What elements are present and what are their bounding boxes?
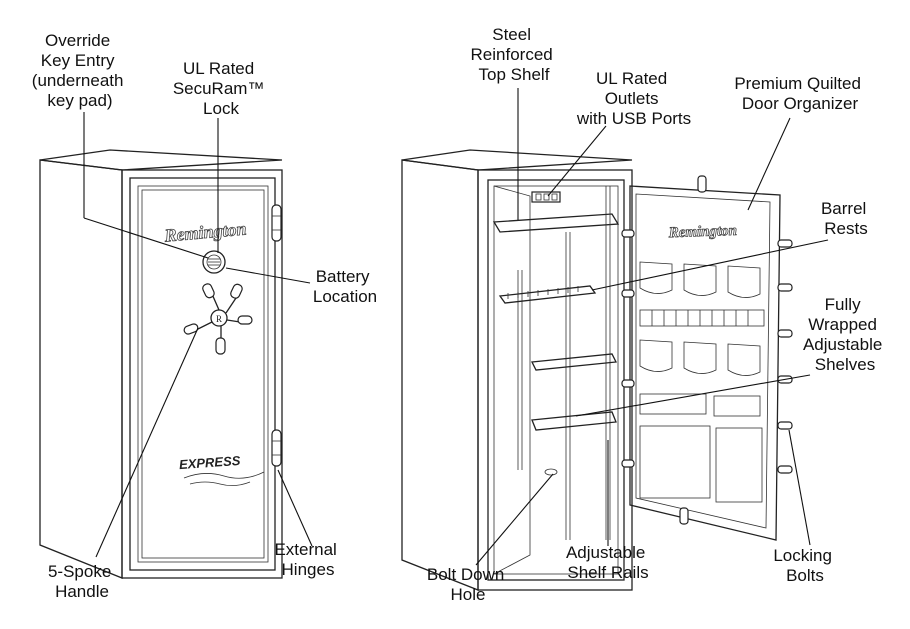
five-spoke-handle: R (183, 283, 253, 355)
keypad-lock (202, 250, 226, 274)
label-battery-location: Battery Location (313, 267, 377, 306)
label-barrel-rests: Barrel Rests (821, 199, 871, 238)
external-hinge-top (271, 204, 282, 242)
label-steel-top-shelf: Steel Reinforced Top Shelf (471, 25, 558, 84)
open-safe: Remington (401, 149, 793, 591)
leader-lines (83, 88, 829, 566)
label-wrapped-shelves: Fully Wrapped Adjustable Shelves (803, 295, 887, 374)
brand-logo-open: Remington (667, 223, 737, 241)
label-external-hinges: External Hinges (274, 540, 341, 579)
label-ul-rated-lock: UL Rated SecuRam™ Lock (173, 59, 269, 118)
label-door-organizer: Premium Quilted Door Organizer (734, 74, 865, 113)
label-ul-outlets: UL Rated Outlets with USB Ports (576, 69, 691, 128)
locking-bolts (621, 229, 793, 474)
closed-safe: Remington R EXPRESS (39, 149, 283, 579)
label-five-spoke-handle: 5-Spoke Handle (48, 562, 116, 601)
brand-logo-closed: Remington (163, 218, 247, 245)
usb-outlet (531, 191, 561, 203)
label-bolt-down-hole: Bolt Down Hole (427, 565, 509, 604)
label-locking-bolts: Locking Bolts (773, 546, 836, 585)
label-shelf-rails: Adjustable Shelf Rails (566, 543, 650, 582)
label-override-key-entry: Override Key Entry (underneath key pad) (32, 31, 128, 110)
steel-top-shelf (492, 213, 620, 233)
model-logo: EXPRESS (179, 453, 242, 472)
external-hinge-bottom (271, 429, 282, 467)
svg-text:R: R (216, 314, 222, 324)
